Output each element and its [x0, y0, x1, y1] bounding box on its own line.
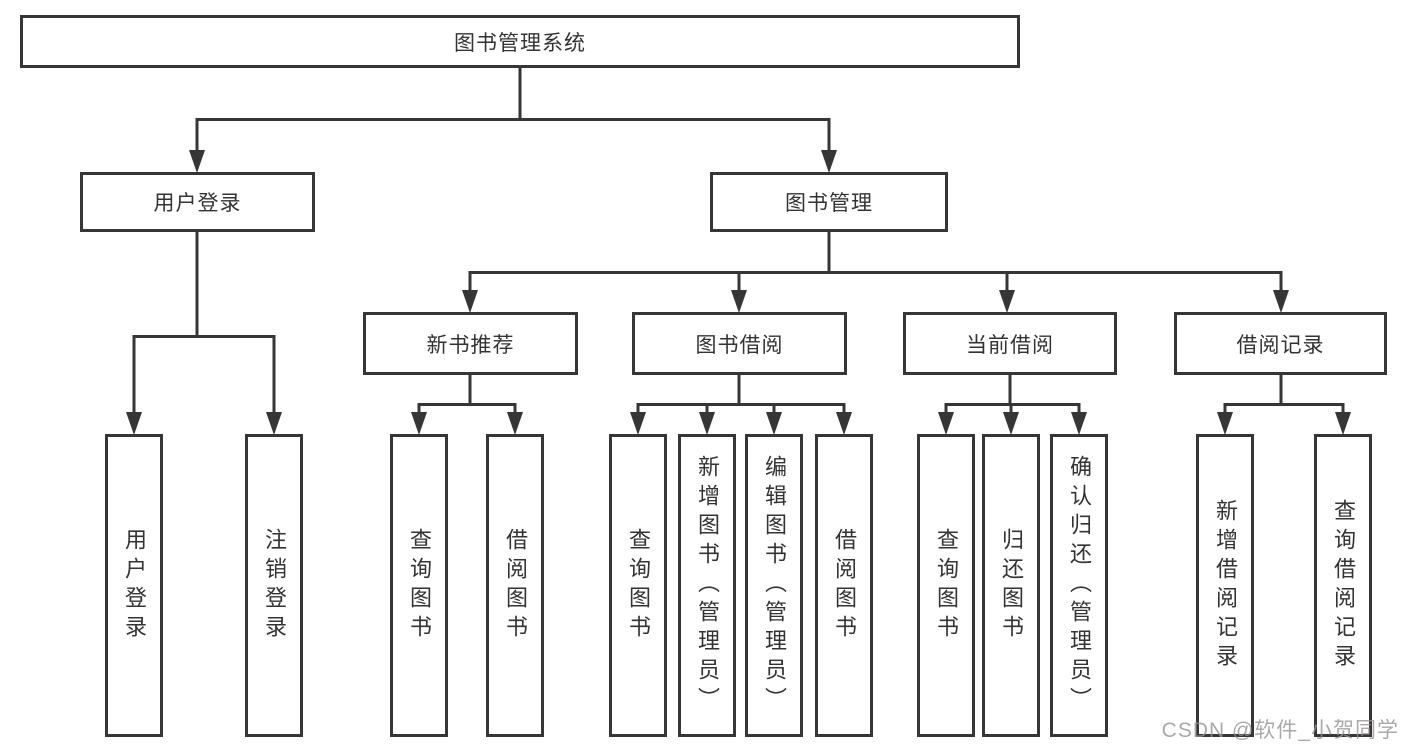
node-label: 归还图书 — [999, 527, 1024, 644]
node-label: 当前借阅 — [966, 333, 1054, 357]
csdn-watermark: CSDN @软件_小贺同学 — [1161, 719, 1399, 742]
node-borrow-record: 借阅记录 — [1174, 312, 1387, 375]
node-label: 新增借阅记录 — [1213, 498, 1238, 673]
node-current-borrow: 当前借阅 — [903, 312, 1117, 375]
leaf-query-borrow-record: 查询借阅记录 — [1314, 434, 1372, 737]
node-label: 图书管理系统 — [454, 31, 586, 55]
node-label: 查询图书 — [626, 527, 651, 644]
node-user-login: 用户登录 — [80, 172, 315, 232]
node-label: 编辑图书（管理员） — [762, 455, 787, 716]
leaf-confirm-return-admin: 确认归还（管理员） — [1050, 434, 1108, 737]
leaf-user-login: 用户登录 — [105, 434, 163, 737]
leaf-add-book-admin: 新增图书（管理员） — [678, 434, 736, 737]
leaf-query-book-current: 查询图书 — [917, 434, 975, 737]
node-new-book-recommend: 新书推荐 — [363, 312, 578, 375]
node-label: 新增图书（管理员） — [695, 455, 720, 716]
node-label: 用户登录 — [153, 192, 242, 215]
node-label: 查询借阅记录 — [1331, 498, 1356, 673]
leaf-borrow-book: 借阅图书 — [815, 434, 873, 737]
leaf-borrow-book-recommend: 借阅图书 — [486, 434, 544, 737]
leaf-edit-book-admin: 编辑图书（管理员） — [745, 434, 803, 737]
leaf-logout: 注销登录 — [245, 434, 303, 737]
node-label: 借阅图书 — [832, 527, 857, 644]
node-book-borrow: 图书借阅 — [632, 312, 847, 375]
node-label: 图书管理 — [785, 192, 873, 215]
node-label: 用户登录 — [122, 527, 147, 644]
node-label: 注销登录 — [262, 527, 287, 644]
leaf-return-book: 归还图书 — [982, 434, 1040, 737]
node-label: 新书推荐 — [426, 333, 515, 357]
node-label: 借阅记录 — [1236, 333, 1325, 357]
node-label: 借阅图书 — [503, 527, 528, 644]
node-label: 图书借阅 — [695, 333, 784, 357]
node-label: 确认归还（管理员） — [1067, 455, 1092, 716]
node-label: 查询图书 — [934, 527, 959, 644]
leaf-query-book-borrow: 查询图书 — [609, 434, 667, 737]
leaf-add-borrow-record: 新增借阅记录 — [1196, 434, 1254, 737]
node-book-management: 图书管理 — [710, 172, 948, 232]
leaf-query-book-recommend: 查询图书 — [390, 434, 448, 737]
node-label: 查询图书 — [407, 527, 432, 644]
node-library-management-system: 图书管理系统 — [20, 15, 1020, 68]
